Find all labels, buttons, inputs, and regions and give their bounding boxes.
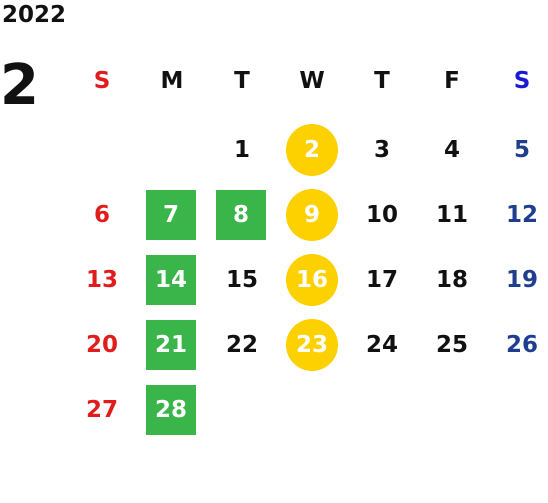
day-cell-8[interactable]: 8 — [216, 190, 266, 240]
day-cell-25[interactable]: 25 — [435, 332, 468, 358]
day-cell-23[interactable]: 23 — [282, 320, 342, 370]
day-cell-12[interactable]: 12 — [505, 202, 538, 228]
day-cell-11[interactable]: 11 — [435, 202, 468, 228]
day-cell-10[interactable]: 10 — [365, 202, 398, 228]
day-cell-15[interactable]: 15 — [225, 267, 258, 293]
day-cell-2[interactable]: 2 — [282, 125, 342, 175]
weekday-header-wed: W — [299, 68, 325, 94]
day-cell-16[interactable]: 16 — [282, 255, 342, 305]
day-cell-3[interactable]: 3 — [373, 137, 390, 163]
day-cell-14[interactable]: 14 — [146, 255, 196, 305]
day-cell-9[interactable]: 9 — [282, 190, 342, 240]
day-cell-18[interactable]: 18 — [435, 267, 468, 293]
day-cell-22[interactable]: 22 — [225, 332, 258, 358]
month-label: 2 — [0, 53, 39, 118]
day-cell-13[interactable]: 13 — [85, 267, 118, 293]
day-cell-4[interactable]: 4 — [443, 137, 460, 163]
day-cell-6[interactable]: 6 — [93, 202, 110, 228]
day-cell-24[interactable]: 24 — [365, 332, 398, 358]
day-cell-7[interactable]: 7 — [146, 190, 196, 240]
weekday-header-sun: S — [93, 68, 111, 94]
day-cell-5[interactable]: 5 — [513, 137, 530, 163]
weekday-header-fri: F — [444, 68, 460, 94]
day-cell-21[interactable]: 21 — [146, 320, 196, 370]
day-cell-20[interactable]: 20 — [85, 332, 118, 358]
day-cell-19[interactable]: 19 — [505, 267, 538, 293]
day-cell-27[interactable]: 27 — [85, 397, 118, 423]
weekday-header-sat: S — [513, 68, 531, 94]
day-cell-26[interactable]: 26 — [505, 332, 538, 358]
weekday-header-mon: M — [160, 68, 184, 94]
weekday-header-tue: T — [234, 68, 250, 94]
weekday-header-thu: T — [374, 68, 390, 94]
day-cell-17[interactable]: 17 — [365, 267, 398, 293]
day-cell-1[interactable]: 1 — [233, 137, 250, 163]
day-cell-28[interactable]: 28 — [146, 385, 196, 435]
year-label: 2022 — [2, 2, 67, 28]
